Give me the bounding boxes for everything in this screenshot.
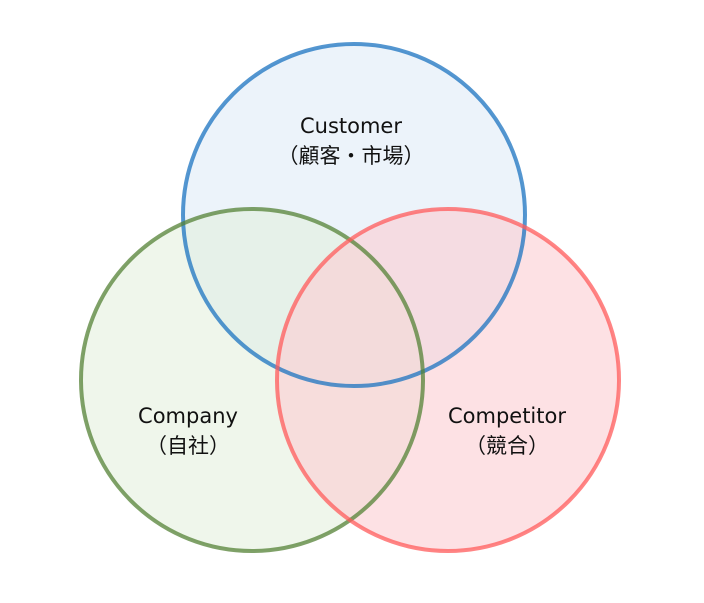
competitor-circle-outline bbox=[275, 207, 621, 553]
customer-label: Customer （顧客・市場） bbox=[278, 114, 425, 168]
competitor-title: Competitor bbox=[448, 404, 566, 428]
company-subtitle: （自社） bbox=[146, 434, 230, 458]
competitor-circle-fill bbox=[277, 209, 619, 551]
competitor-subtitle: （競合） bbox=[465, 434, 549, 458]
competitor-label: Competitor （競合） bbox=[448, 404, 566, 458]
customer-subtitle: （顧客・市場） bbox=[278, 144, 425, 168]
company-label: Company （自社） bbox=[138, 404, 238, 458]
circle-fills bbox=[81, 44, 619, 551]
circle-outlines bbox=[79, 42, 621, 553]
customer-title: Customer bbox=[300, 114, 402, 138]
customer-circle-outline bbox=[181, 42, 527, 388]
company-circle-outline bbox=[79, 207, 425, 553]
company-title: Company bbox=[138, 404, 238, 428]
